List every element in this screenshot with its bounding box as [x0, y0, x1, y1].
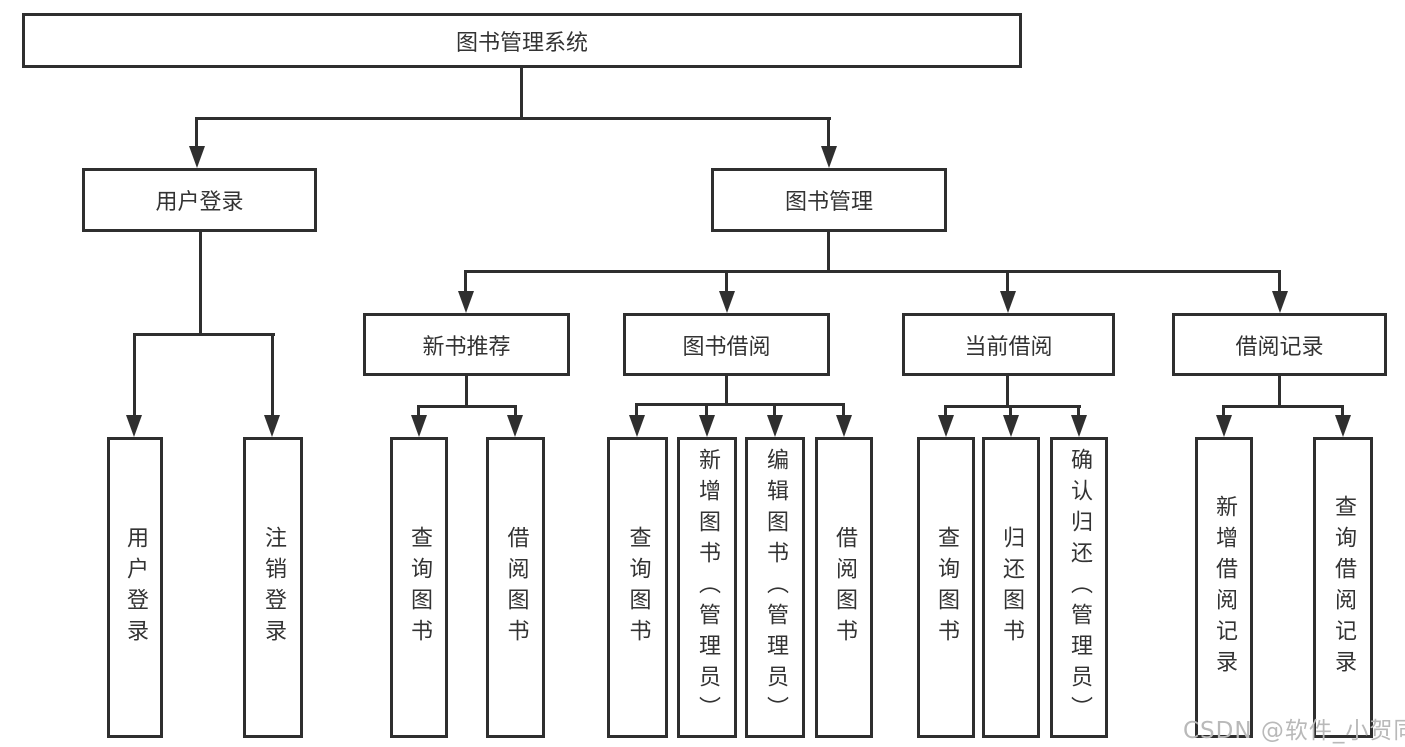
- leaf-logout: 注销登录: [243, 437, 303, 738]
- arrow-down-icon: [264, 415, 280, 437]
- arrow-down-icon: [411, 415, 427, 437]
- arrow-down-icon: [1071, 415, 1087, 437]
- connector-line: [465, 270, 1281, 273]
- arrow-down-icon: [189, 146, 205, 168]
- arrow-down-icon: [1335, 415, 1351, 437]
- connector-line: [635, 403, 845, 406]
- arrow-down-icon: [938, 415, 954, 437]
- node-borrowing-records: 借阅记录: [1172, 313, 1387, 376]
- arrow-down-icon: [821, 146, 837, 168]
- node-user-login: 用户登录: [82, 168, 317, 232]
- arrow-down-icon: [1272, 291, 1288, 313]
- leaf-confirm-return-admin: 确认归还（管理员）: [1050, 437, 1108, 738]
- connector-line: [635, 403, 638, 419]
- connector-line: [133, 333, 275, 336]
- connector-line: [520, 68, 523, 120]
- arrow-down-icon: [1000, 291, 1016, 313]
- connector-line: [1278, 270, 1281, 295]
- connector-line: [1222, 405, 1225, 419]
- arrow-down-icon: [507, 415, 523, 437]
- connector-line: [725, 376, 728, 405]
- arrow-down-icon: [836, 415, 852, 437]
- watermark: CSDN @软件_小贺同学: [1183, 718, 1405, 744]
- arrow-down-icon: [699, 415, 715, 437]
- connector-line: [1278, 376, 1281, 407]
- arrow-down-icon: [767, 415, 783, 437]
- connector-line: [944, 405, 947, 419]
- node-library-management-system: 图书管理系统: [22, 13, 1022, 68]
- connector-line: [1077, 405, 1080, 419]
- leaf-borrow-books-borrowing: 借阅图书: [815, 437, 873, 738]
- connector-line: [514, 405, 517, 419]
- connector-line: [725, 270, 728, 295]
- leaf-return-books: 归还图书: [982, 437, 1040, 738]
- connector-line: [705, 403, 708, 419]
- arrow-down-icon: [1216, 415, 1232, 437]
- leaf-borrow-books-recommend: 借阅图书: [486, 437, 545, 738]
- connector-line: [1341, 405, 1344, 419]
- connector-line: [773, 403, 776, 419]
- arrow-down-icon: [126, 415, 142, 437]
- arrow-down-icon: [458, 291, 474, 313]
- leaf-query-books-recommend: 查询图书: [390, 437, 448, 738]
- node-new-book-recommendation: 新书推荐: [363, 313, 570, 376]
- arrow-down-icon: [1003, 415, 1019, 437]
- connector-line: [417, 405, 420, 419]
- connector-line: [133, 333, 136, 417]
- connector-line: [196, 117, 831, 120]
- node-current-borrowing: 当前借阅: [902, 313, 1115, 376]
- leaf-query-books-borrowing: 查询图书: [607, 437, 668, 738]
- node-book-management: 图书管理: [711, 168, 947, 232]
- leaf-query-borrow-record: 查询借阅记录: [1313, 437, 1373, 738]
- leaf-user-login: 用户登录: [107, 437, 163, 738]
- connector-line: [944, 405, 1081, 408]
- leaf-edit-books-admin: 编辑图书（管理员）: [745, 437, 805, 738]
- connector-line: [199, 232, 202, 336]
- connector-line: [1009, 405, 1012, 419]
- connector-line: [195, 117, 198, 148]
- arrow-down-icon: [629, 415, 645, 437]
- connector-line: [465, 376, 468, 408]
- connector-line: [1222, 405, 1344, 408]
- connector-line: [417, 405, 517, 408]
- leaf-query-books-current: 查询图书: [917, 437, 975, 738]
- connector-line: [1006, 270, 1009, 295]
- arrow-down-icon: [719, 291, 735, 313]
- connector-line: [842, 403, 845, 419]
- connector-line: [827, 232, 830, 273]
- leaf-add-borrow-record: 新增借阅记录: [1195, 437, 1253, 738]
- connector-line: [271, 333, 274, 417]
- leaf-add-books-admin: 新增图书（管理员）: [677, 437, 737, 738]
- connector-line: [464, 270, 467, 295]
- connector-line: [827, 117, 830, 148]
- connector-line: [1006, 376, 1009, 407]
- node-book-borrowing: 图书借阅: [623, 313, 830, 376]
